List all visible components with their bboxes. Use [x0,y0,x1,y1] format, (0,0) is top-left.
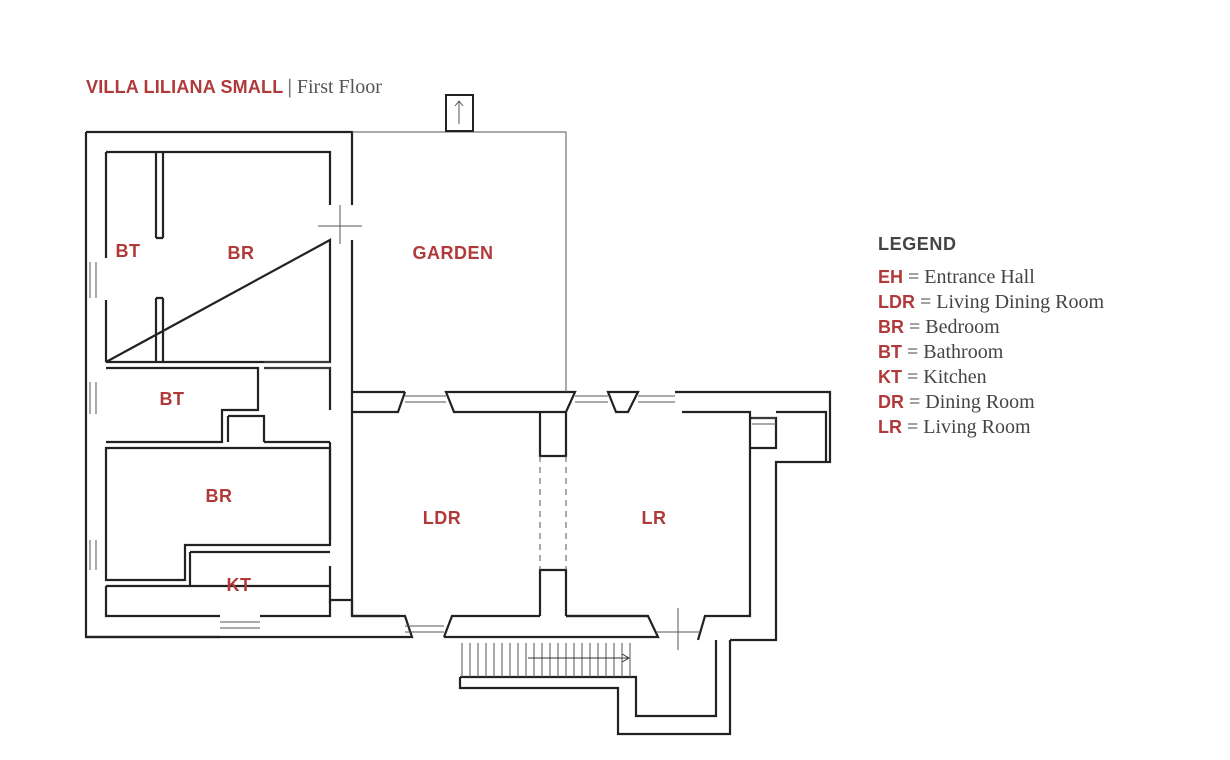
legend-item: LDR = Living Dining Room [878,291,1105,313]
legend-item: LR = Living Room [878,416,1031,438]
room-label-br-top: BR [228,243,255,263]
room-label-br-bottom: BR [206,486,233,506]
bt-mid-inner [226,414,266,442]
stair-arrow [528,653,631,663]
lr-north-east [675,390,832,642]
inner-wall-west-block [105,150,332,364]
north-stair [445,94,474,132]
legend-item: KT = Kitchen [878,366,987,388]
corridor-walls [264,366,332,444]
room-label-lr: LR [642,508,667,528]
window-south-ldr [405,625,444,633]
window-north-lr [575,395,675,403]
legend-item: BR = Bedroom [878,316,1000,338]
dashed-opening [539,456,567,570]
kt-room [104,584,332,618]
lr-door-cross [656,608,700,650]
room-label-ldr: LDR [423,508,462,528]
kt-inner [188,550,330,586]
project-name: VILLA LILIANA SMALL [86,77,284,97]
wall-layer [84,130,832,736]
window-south-kt [220,621,260,629]
legend-title: LEGEND [878,234,957,254]
window-west-2 [89,382,97,414]
room-label-bt-top: BT [116,241,141,261]
room-label-bt-mid: BT [160,389,185,409]
legend-item: DR = Dining Room [878,391,1035,413]
terrace-outline [458,640,732,736]
stair-treads [461,643,631,677]
ldr-north-top [352,391,407,414]
room-label-garden: GARDEN [412,243,493,263]
legend-item: EH = Entrance Hall [878,266,1035,288]
bt-mid-room [106,366,260,444]
north-stair-arrow [454,100,464,124]
legend-item: BT = Bathroom [878,341,1004,363]
room-label-kt: KT [227,575,252,595]
center-column-bottom [538,568,568,616]
center-column-top [538,412,568,458]
south-wall-west [260,598,400,618]
plan-title: VILLA LILIANA SMALL|First Floor [86,76,382,99]
br-bottom-room [104,446,332,582]
garden-boundary [352,131,567,392]
window-north-ldr [405,395,446,403]
window-west-1 [89,262,97,298]
ldr-north-wall [328,392,354,616]
ldr-north-mid [444,390,577,414]
window-east-annex [752,417,776,425]
legend: LEGEND EH = Entrance Hall LDR = Living D… [878,234,1104,440]
thin-line-layer [89,94,776,677]
south-wall-mid [86,614,660,639]
outer-wall-west-block [84,130,405,639]
floor-name: First Floor [296,76,382,98]
bt-top-partition [154,152,165,362]
corridor-opening [264,361,330,369]
lr-north-mid [606,390,640,414]
east-annex [750,410,828,462]
window-west-3 [89,540,97,570]
garden-door-cross [318,205,362,244]
title-separator: | [286,76,293,98]
